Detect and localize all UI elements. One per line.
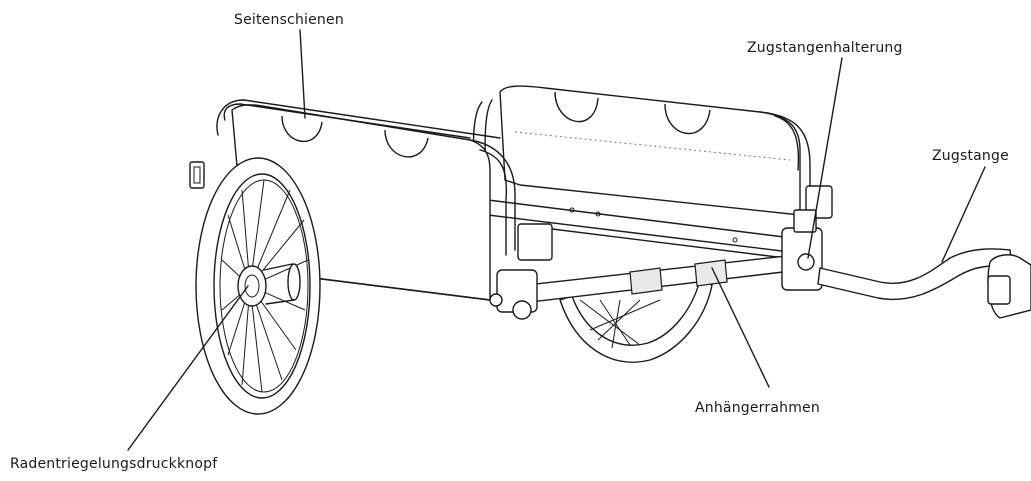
- label-wheel-release-button: Radentriegelungsdruckknopf: [10, 456, 218, 472]
- label-tow-bar-mount: Zugstangenhalterung: [747, 40, 903, 56]
- label-tow-bar: Zugstange: [932, 148, 1009, 164]
- label-trailer-frame: Anhängerrahmen: [695, 400, 820, 416]
- label-side-rails: Seitenschienen: [234, 12, 344, 28]
- rear-wheel: [559, 279, 713, 363]
- leader-tow-bar: [941, 166, 986, 263]
- trailer-frame-tube: [489, 254, 801, 320]
- leader-wheel-release: [127, 285, 249, 451]
- tow-bar-part: [817, 248, 1031, 319]
- tow-bar-mount-part: [781, 209, 823, 291]
- front-wheel: [195, 157, 321, 415]
- leader-side-rails: [299, 29, 306, 119]
- rear-wall: [472, 85, 833, 219]
- leader-tow-bar-mount: [807, 57, 843, 259]
- floor: [487, 199, 793, 259]
- leader-lines: [127, 29, 986, 451]
- leader-trailer-frame: [711, 267, 770, 388]
